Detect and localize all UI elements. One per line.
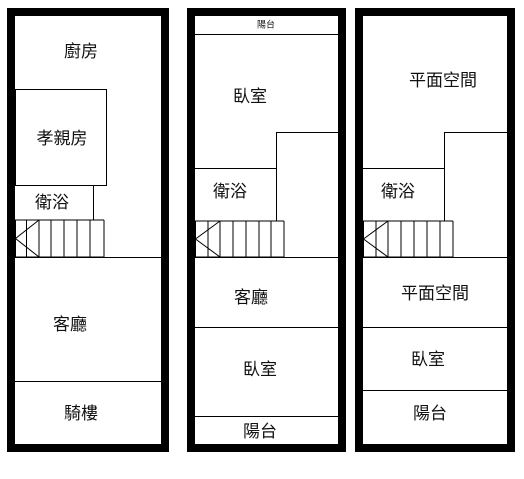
floor-2-bedroom-top-label: 臥室 <box>233 87 267 107</box>
floor-2-living-room-label: 客廳 <box>234 288 268 308</box>
floor-3-staircase <box>362 220 454 258</box>
floor-3-open-space-middle-label: 平面空間 <box>401 284 469 304</box>
floor-1-staircase <box>14 219 105 258</box>
floor-3-bedroom-label: 臥室 <box>411 350 445 370</box>
floor-1-bathroom-label: 衛浴 <box>35 193 69 213</box>
floor-2-staircase <box>194 220 285 258</box>
floor-1-outer-wall <box>7 8 169 452</box>
floor-3-bathroom-label: 衛浴 <box>381 182 415 202</box>
floor-1-living-room-label: 客廳 <box>53 315 87 335</box>
floor-plan-3: 平面空間 衛浴 平面空間 臥室 陽台 <box>355 8 515 452</box>
floor-3-balcony-label: 陽台 <box>413 404 447 424</box>
floor-1-arcade-label: 騎樓 <box>64 404 98 424</box>
floor-2-top-balcony-label: 陽台 <box>257 19 275 31</box>
floor-plan-2: 陽台 臥室 衛浴 客廳 臥室 陽台 <box>187 8 346 452</box>
floor-1-parents-room-label: 孝親房 <box>37 129 88 149</box>
floor-1-parents-room-outline <box>15 89 107 186</box>
floor-2-bedroom-bottom-label: 臥室 <box>243 360 277 380</box>
floor-2-bottom-balcony-label: 陽台 <box>243 422 277 442</box>
floor-3-stepped-wall <box>363 132 507 169</box>
floor-2-outer-wall <box>187 8 346 452</box>
floor-2-stepped-wall <box>195 132 338 169</box>
floor-3-open-space-top-label: 平面空間 <box>409 71 477 91</box>
floor-plan-1: 廚房 孝親房 衛浴 客廳 騎樓 <box>7 8 169 452</box>
floor-2-bathroom-label: 衛浴 <box>213 182 247 202</box>
floor-1-kitchen-label: 廚房 <box>64 41 98 62</box>
